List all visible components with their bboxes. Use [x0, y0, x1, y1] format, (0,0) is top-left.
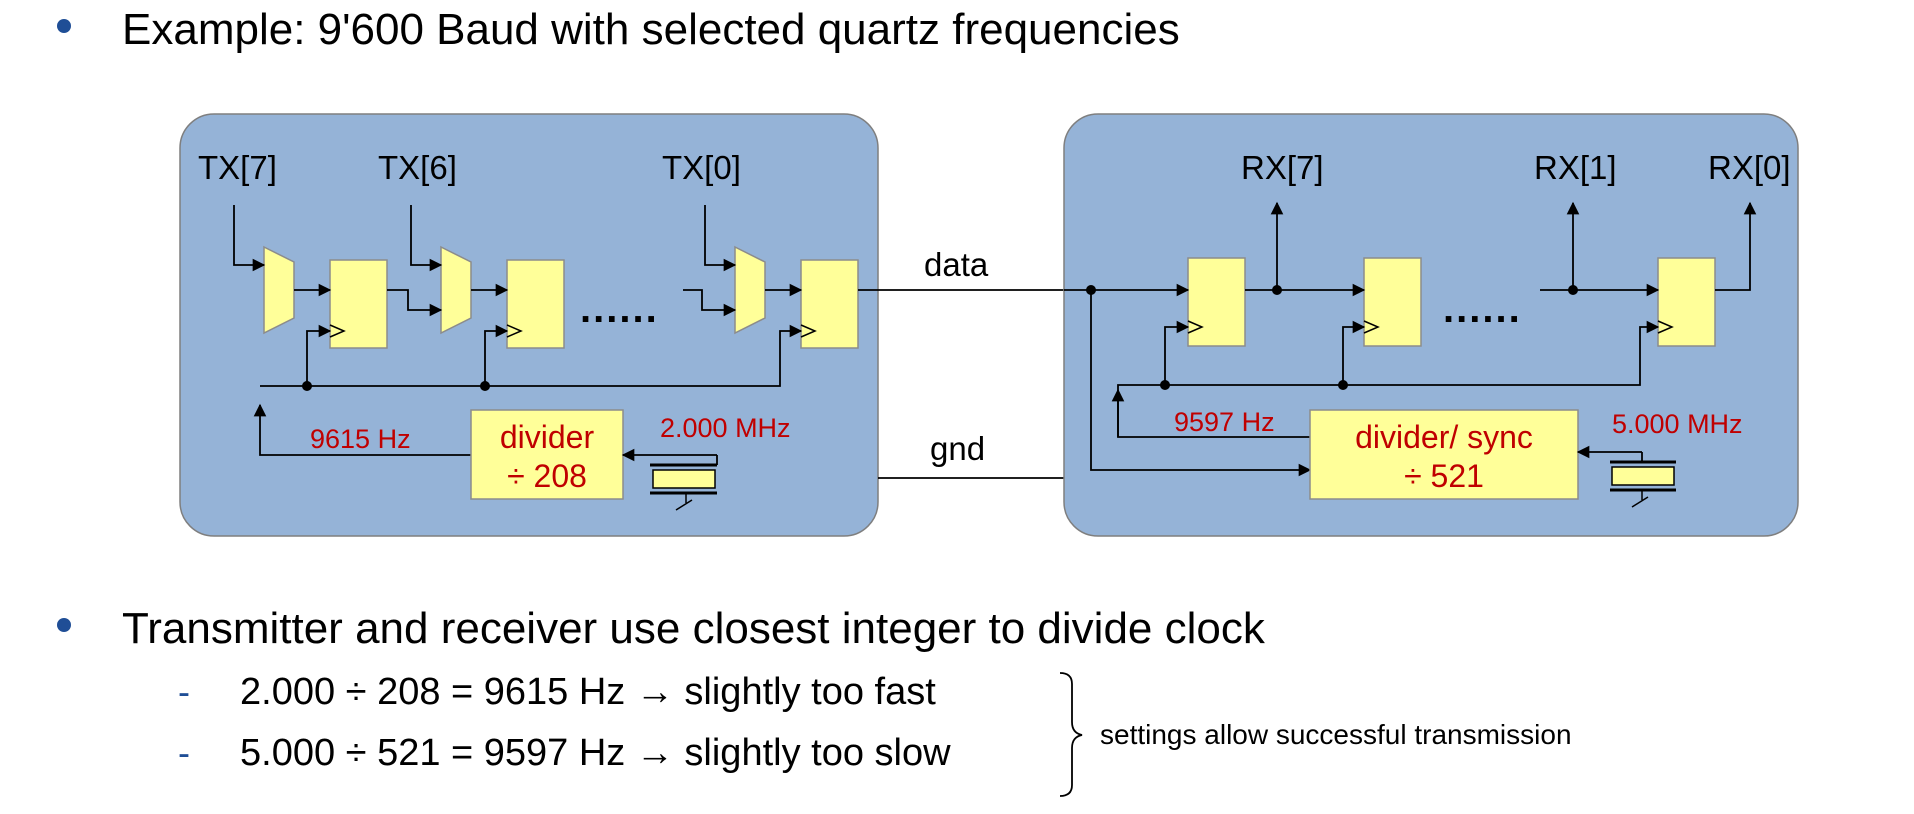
bullet-dot-2: [57, 618, 71, 632]
rx-output-frequency: 9597 Hz: [1174, 407, 1275, 437]
tx-mux: [263, 245, 295, 335]
rx-divider-label: divider/ sync: [1355, 419, 1533, 455]
data-line-label: data: [924, 246, 989, 283]
bullet-1-text: Example: 9'600 Baud with selected quartz…: [122, 5, 1180, 54]
gnd-line-label: gnd: [930, 430, 985, 467]
rx-flipflop: [1363, 257, 1422, 347]
rx-quartz-icon: [1576, 445, 1676, 508]
rx-output-label: RX[0]: [1708, 149, 1791, 186]
channel: data gnd: [858, 246, 1064, 479]
rx-flipflop: [1187, 257, 1246, 347]
rx-ellipsis: ......: [1443, 287, 1522, 331]
bullet-2-text: Transmitter and receiver use closest int…: [122, 604, 1266, 653]
tx-flipflop: [329, 259, 388, 349]
tx-divider-ratio: ÷ 208: [507, 458, 587, 494]
sub-bullet-dash: -: [178, 732, 190, 773]
transmitter-panel: TX[7] TX[6] TX[0] ......: [179, 113, 879, 537]
receiver-panel: RX[7] RX[1] RX[0] ...... divider/ sync: [1063, 113, 1799, 537]
sub-bullet-dash: -: [178, 671, 190, 712]
tx-flipflop: [800, 259, 859, 349]
bullet-dot-1: [57, 19, 71, 33]
rx-output-label: RX[1]: [1534, 149, 1617, 186]
tx-quartz-frequency: 2.000 MHz: [660, 413, 791, 443]
rx-divider-ratio: ÷ 521: [1404, 458, 1484, 494]
brace-note: settings allow successful transmission: [1100, 719, 1572, 750]
tx-quartz-icon: [621, 448, 718, 511]
rx-flipflop: [1657, 257, 1716, 347]
tx-output-frequency: 9615 Hz: [310, 424, 411, 454]
sub-bullet-1-text: 2.000 ÷ 208 = 9615 Hz → slightly too fas…: [240, 671, 936, 713]
tx-divider-label: divider: [500, 419, 595, 455]
tx-ellipsis: ......: [580, 287, 659, 331]
sub-bullet-2-text: 5.000 ÷ 521 = 9597 Hz → slightly too slo…: [240, 732, 951, 774]
right-brace: [1059, 672, 1083, 797]
tx-input-label: TX[0]: [662, 149, 741, 186]
tx-mux: [440, 245, 472, 335]
rx-output-label: RX[7]: [1241, 149, 1324, 186]
tx-divider: [470, 409, 624, 500]
tx-input-label: TX[7]: [198, 149, 277, 186]
tx-mux: [734, 245, 766, 335]
tx-flipflop: [506, 259, 565, 349]
tx-input-label: TX[6]: [378, 149, 457, 186]
rx-quartz-frequency: 5.000 MHz: [1612, 409, 1743, 439]
